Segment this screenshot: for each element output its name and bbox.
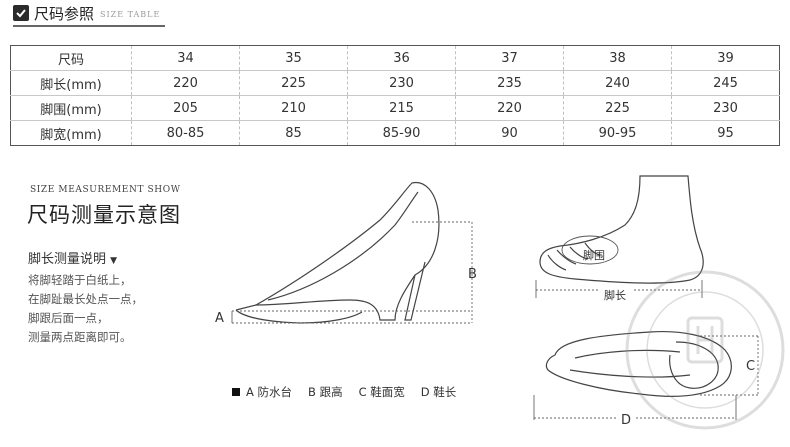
table-cell: 37	[455, 45, 564, 71]
table-cell: 34	[131, 45, 240, 71]
table-cell: 85-90	[347, 120, 456, 146]
table-cell: 80-85	[131, 120, 240, 146]
legend: A 防水台 B 跟高 C 鞋面宽 D 鞋长	[232, 384, 472, 400]
label-a: A	[215, 311, 224, 326]
girth-ellipse	[561, 235, 619, 265]
table-cell: 95	[717, 125, 734, 141]
row-label: 脚长(mm)	[10, 70, 132, 96]
legend-item-d: D 鞋长	[420, 385, 457, 399]
check-icon	[13, 5, 29, 21]
seal-watermark-icon	[625, 270, 785, 430]
help-title: 脚长测量说明 ▼	[28, 248, 117, 267]
foot-side-icon	[539, 175, 704, 284]
header-underline	[13, 25, 165, 27]
table-cell: 225	[239, 70, 348, 96]
foot-length-label: 脚长	[604, 288, 626, 302]
help-line: 在脚趾最长处点一点，	[28, 292, 143, 306]
table-cell: 220	[455, 95, 564, 121]
help-lines: 将脚轻踏于白纸上， 在脚趾最长处点一点， 脚跟后面一点， 测量两点距离即可。	[28, 271, 143, 347]
label-d: D	[621, 413, 631, 428]
measurement-title: 尺码测量示意图	[27, 203, 181, 227]
label-b: B	[468, 267, 477, 282]
dimension-d	[533, 395, 737, 420]
table-cell: 245	[671, 70, 780, 96]
section-subtitle: SIZE TABLE	[100, 10, 161, 19]
shoe-top-view-icon	[545, 331, 732, 397]
table-cell: 35	[239, 45, 348, 71]
legend-item-b: B 跟高	[308, 385, 343, 399]
dimension-b	[412, 221, 473, 323]
table-cell: 39	[671, 45, 780, 71]
help-title-text: 脚长测量说明	[28, 252, 107, 267]
row-label: 脚宽(mm)	[10, 120, 132, 146]
label-c: C	[746, 359, 755, 374]
row-label: 尺码	[10, 45, 132, 71]
foot-girth-label: 脚围	[583, 248, 605, 262]
triangle-down-icon: ▼	[110, 256, 118, 266]
dimension-a	[231, 310, 470, 324]
foot-length-line	[535, 280, 703, 298]
section-title: 尺码参照	[34, 4, 95, 23]
table-cell: 240	[563, 70, 672, 96]
legend-item-a: A 防水台	[246, 385, 293, 399]
table-cell: 38	[563, 45, 672, 71]
legend-square-icon	[232, 388, 240, 396]
table-cell: 230	[347, 70, 456, 96]
table-cell: 215	[347, 95, 456, 121]
help-line: 将脚轻踏于白纸上，	[28, 273, 132, 287]
table-cell: 235	[455, 70, 564, 96]
table-cell: 220	[131, 70, 240, 96]
table-cell: 230	[671, 95, 780, 121]
row-label: 脚围(mm)	[10, 95, 132, 121]
table-cell: 205	[131, 95, 240, 121]
table-cell: 90-95	[563, 120, 672, 146]
section-header: 尺码参照 SIZE TABLE	[13, 3, 160, 23]
table-cell: 225	[563, 95, 672, 121]
measurement-show-title: SIZE MEASUREMENT SHOW	[30, 185, 181, 195]
table-cell: 90	[455, 120, 564, 146]
high-heel-shoe-icon	[235, 181, 440, 324]
table-cell: 36	[347, 45, 456, 71]
help-line: 脚跟后面一点，	[28, 311, 109, 325]
legend-item-c: C 鞋面宽	[358, 385, 405, 399]
help-line: 测量两点距离即可。	[28, 330, 132, 344]
table-cell: 210	[239, 95, 348, 121]
dimension-c	[700, 335, 760, 396]
table-cell: 85	[239, 120, 348, 146]
